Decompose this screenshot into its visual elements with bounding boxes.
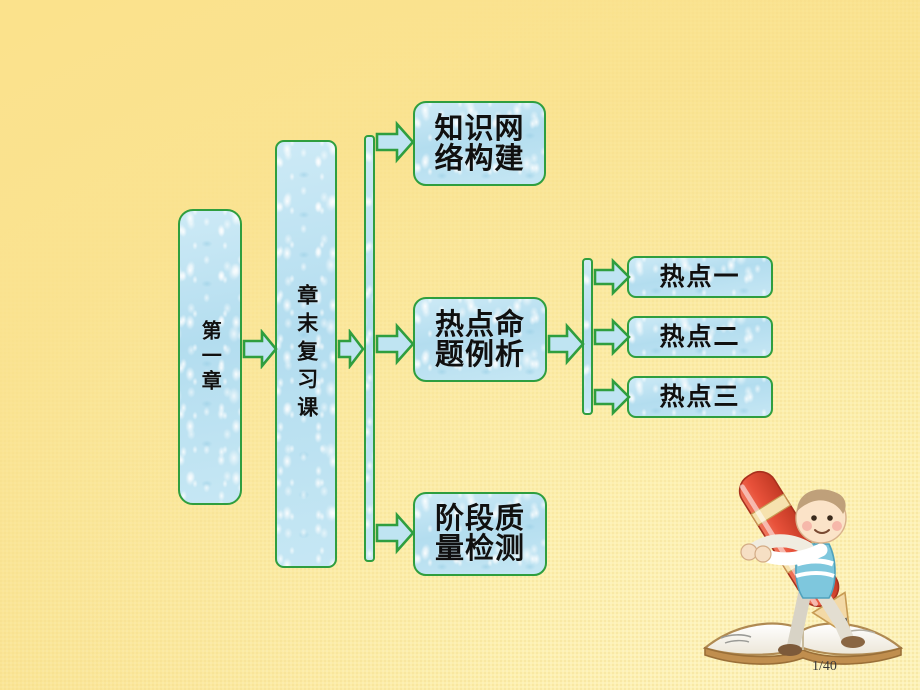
node-quality-line1: 阶段质: [434, 501, 525, 536]
book-shape: [702, 622, 904, 665]
arrow-spine-to-hotspot-icon: [375, 322, 415, 366]
node-quality-assessment[interactable]: 阶段质 量检测: [413, 492, 547, 576]
node-topic-three[interactable]: 热点三: [627, 376, 773, 418]
mascot-illustration: [697, 452, 913, 682]
arrow-to-topic-two-icon: [593, 318, 631, 356]
arrow-chapter-to-review-icon: [242, 329, 278, 369]
connector-spine-right: [582, 258, 593, 415]
node-hotspot-line2: 题例析: [434, 336, 525, 371]
node-chapter[interactable]: 第一章: [178, 209, 242, 505]
node-knowledge-line1: 知识网: [434, 110, 525, 145]
node-quality-label: 阶段质 量检测: [435, 504, 525, 563]
arrow-hotspot-to-right-spine-icon: [547, 322, 585, 366]
node-hotspot-line1: 热点命: [434, 306, 525, 341]
node-knowledge-network[interactable]: 知识网 络构建: [413, 101, 546, 186]
node-topic-one[interactable]: 热点一: [627, 256, 773, 298]
connector-spine-main: [364, 135, 375, 562]
arrow-to-topic-three-icon: [593, 378, 631, 416]
node-review-lesson[interactable]: 章末复习课: [275, 140, 337, 568]
node-topic-two[interactable]: 热点二: [627, 316, 773, 358]
boy-figure: [740, 489, 865, 656]
pencil-shape: [738, 470, 852, 639]
arrow-to-topic-one-icon: [593, 258, 631, 296]
node-knowledge-line2: 络构建: [434, 140, 525, 175]
node-hotspot-analysis[interactable]: 热点命 题例析: [413, 297, 547, 382]
node-hotspot-label: 热点命 题例析: [434, 306, 525, 371]
arrow-review-to-spine-icon: [337, 329, 365, 369]
node-knowledge-label: 知识网 络构建: [434, 110, 525, 175]
node-quality-line2: 量检测: [434, 531, 525, 565]
arrow-spine-to-quality-icon: [375, 511, 415, 555]
arrow-spine-to-knowledge-icon: [375, 120, 415, 164]
page-number: 1/40: [812, 659, 837, 674]
